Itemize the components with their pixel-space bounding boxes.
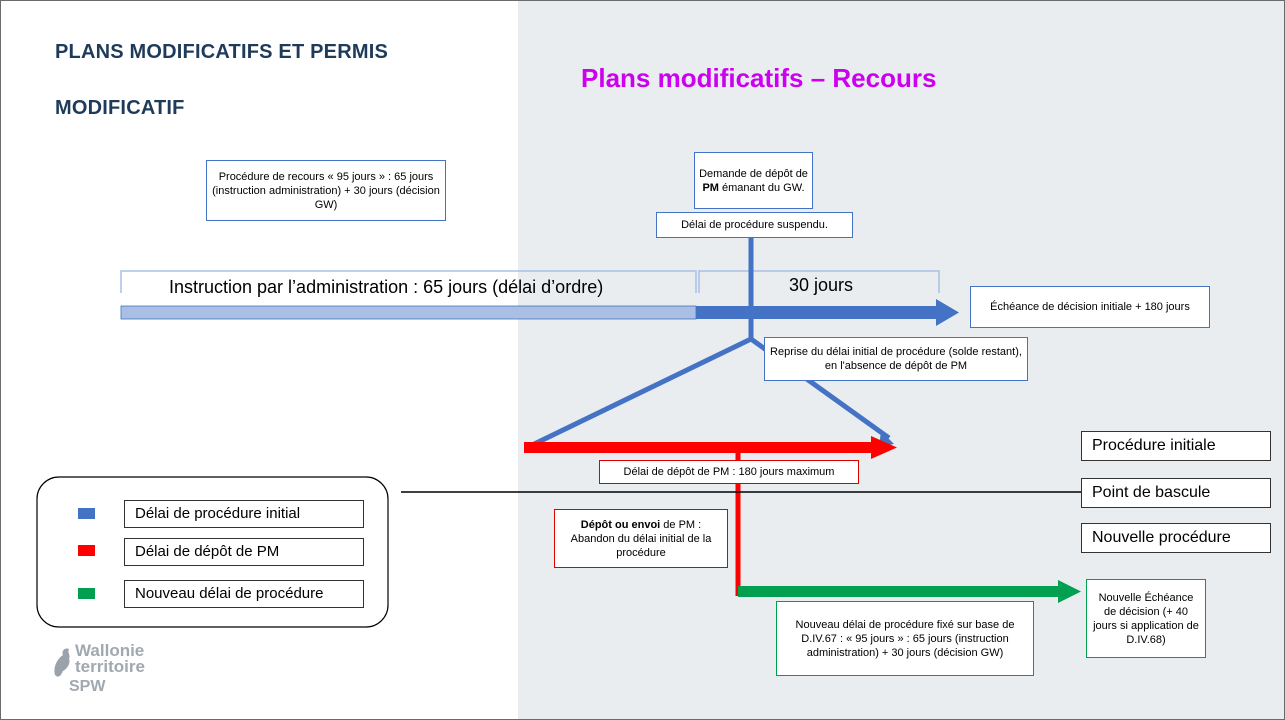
demande-depot-text: Demande de dépôt de PM émanant du GW. bbox=[699, 167, 808, 195]
nouvelle-echeance-text: Nouvelle Échéance de décision (+ 40 jour… bbox=[1093, 591, 1199, 646]
depot-pm-arrowhead bbox=[871, 436, 897, 459]
instruction-label: Instruction par l’administration : 65 jo… bbox=[169, 277, 604, 297]
legend-item-procedure-initial: Délai de procédure initial bbox=[124, 500, 364, 528]
recours-procedure-box: Procédure de recours « 95 jours » : 65 j… bbox=[206, 160, 446, 221]
branch-left-line bbox=[524, 336, 753, 451]
nouveau-delai-box: Nouveau délai de procédure fixé sur base… bbox=[776, 601, 1034, 676]
slide-title-line1: PLANS MODIFICATIFS ET PERMIS bbox=[55, 41, 389, 63]
legend-item-nouveau-delai: Nouveau délai de procédure bbox=[124, 580, 364, 608]
reprise-box: Reprise du délai initial de procédure (s… bbox=[764, 337, 1028, 381]
thirty-days-arrowhead bbox=[936, 299, 959, 326]
depot-envoi-bold: Dépôt ou envoi bbox=[580, 518, 661, 531]
point-de-bascule-label: Point de bascule bbox=[1081, 478, 1271, 508]
slide-title-line2: MODIFICATIF bbox=[55, 97, 185, 119]
depot-delai-text: Délai de dépôt de PM : 180 jours maximum bbox=[623, 466, 835, 478]
nouvelle-procedure-label: Nouvelle procédure bbox=[1081, 523, 1271, 553]
procedure-initiale-label: Procédure initiale bbox=[1081, 431, 1271, 461]
procedure-suspendue-box: Délai de procédure suspendu. bbox=[656, 212, 853, 238]
demande-depot-box: Demande de dépôt de PM émanant du GW. bbox=[694, 152, 813, 209]
legend-item-depot-pm: Délai de dépôt de PM bbox=[124, 538, 364, 566]
thirty-days-label: 30 jours bbox=[789, 275, 854, 295]
slide-subtitle: Plans modificatifs – Recours bbox=[581, 63, 937, 93]
logo-line1: Wallonie bbox=[75, 641, 145, 660]
demande-bold: PM bbox=[702, 181, 719, 194]
echeance-box: Échéance de décision initiale + 180 jour… bbox=[970, 286, 1210, 328]
demande-post: émanant du GW. bbox=[722, 181, 805, 194]
legend-swatch-red bbox=[78, 545, 95, 556]
nouveau-delai-bar bbox=[738, 586, 1061, 597]
recours-procedure-text: Procédure de recours « 95 jours » : 65 j… bbox=[212, 170, 440, 211]
wallonie-logo: Wallonie territoire SPW bbox=[51, 641, 191, 711]
reprise-text: Reprise du délai initial de procédure (s… bbox=[770, 346, 1022, 372]
nouveau-delai-arrowhead bbox=[1058, 580, 1081, 603]
instruction-bracket bbox=[120, 270, 697, 293]
depot-envoi-text: Dépôt ou envoi de PM : Abandon du délai … bbox=[559, 518, 723, 560]
thirty-days-bar bbox=[696, 306, 938, 319]
nouvelle-echeance-box: Nouvelle Échéance de décision (+ 40 jour… bbox=[1086, 579, 1206, 658]
logo-line2: territoire bbox=[75, 657, 145, 676]
legend-swatch-green bbox=[78, 588, 95, 599]
depot-envoi-box: Dépôt ou envoi de PM : Abandon du délai … bbox=[554, 509, 728, 568]
demande-pre: Demande de dépôt de bbox=[699, 167, 808, 180]
nouveau-delai-text: Nouveau délai de procédure fixé sur base… bbox=[795, 618, 1015, 659]
procedure-suspendue-text: Délai de procédure suspendu. bbox=[681, 219, 828, 231]
logo-line3: SPW bbox=[69, 678, 106, 695]
instruction-bar bbox=[120, 305, 697, 320]
depot-envoi-rest: de PM : Abandon du délai initial de la p… bbox=[570, 518, 712, 559]
rooster-icon bbox=[54, 648, 70, 677]
depot-delai-box: Délai de dépôt de PM : 180 jours maximum bbox=[599, 460, 859, 484]
thirty-days-bracket bbox=[698, 270, 940, 293]
echeance-text: Échéance de décision initiale + 180 jour… bbox=[990, 301, 1190, 313]
legend-swatch-blue bbox=[78, 508, 95, 519]
depot-pm-bar bbox=[524, 442, 874, 453]
